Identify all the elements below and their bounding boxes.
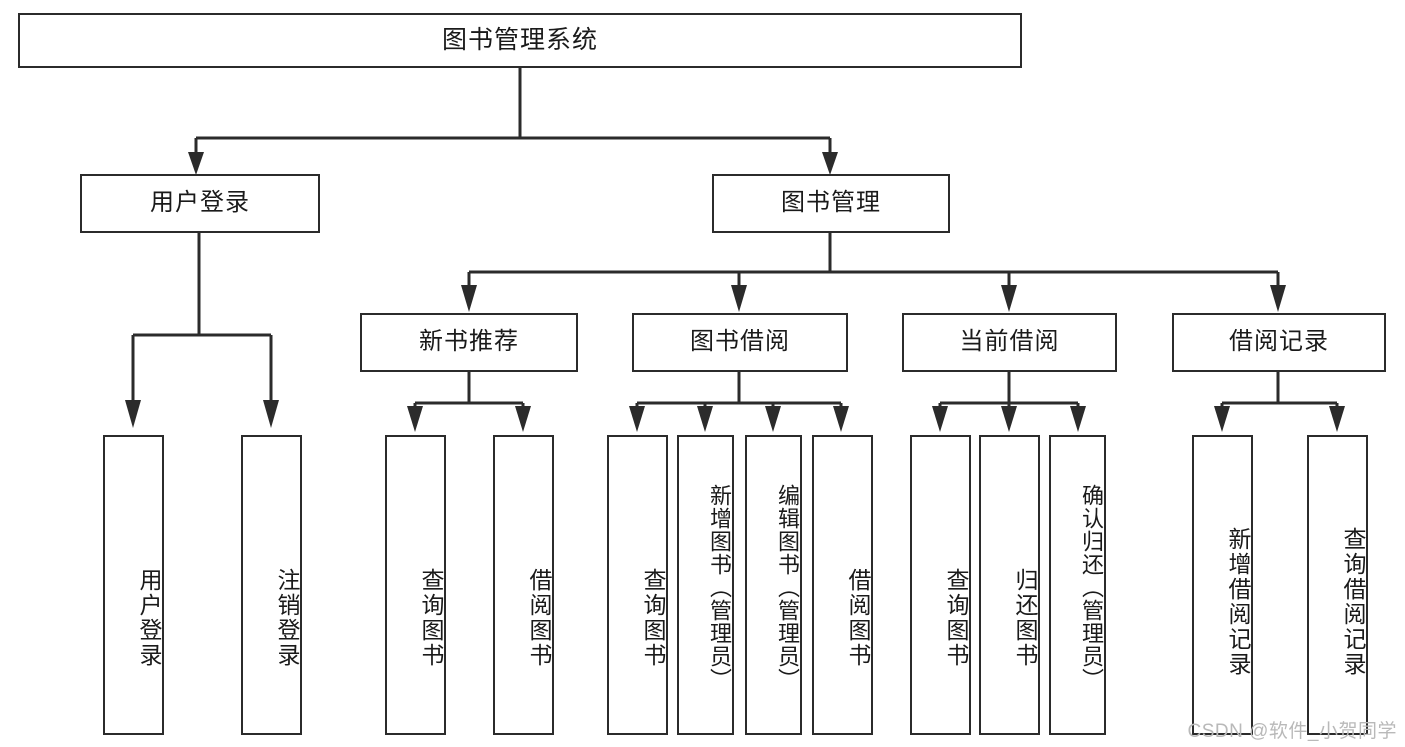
arrowhead-user-login — [188, 152, 204, 175]
arrowhead-leaf-edit-book — [765, 406, 781, 432]
node-label: 编辑图书（管理员） — [775, 483, 800, 691]
arrowhead-new-book-rec — [461, 285, 477, 312]
arrowhead-leaf-query-book-3 — [932, 406, 948, 432]
node-label: 查询图书 — [943, 568, 969, 668]
node-label: 图书管理系统 — [441, 25, 598, 54]
node-label: 新书推荐 — [419, 328, 519, 356]
arrowhead-leaf-return-book — [1001, 406, 1017, 432]
arrowhead-leaf-user-login — [125, 400, 141, 428]
node-label: 查询图书 — [418, 568, 444, 668]
arrowhead-current-borrow — [1001, 285, 1017, 312]
node-current-borrow[interactable]: 当前借阅 — [902, 313, 1117, 372]
node-leaf-query-book-borrow[interactable]: 查询图书 — [607, 435, 668, 735]
node-leaf-add-borrow-record[interactable]: 新增借阅记录 — [1192, 435, 1253, 735]
node-leaf-return-book[interactable]: 归还图书 — [979, 435, 1040, 735]
node-label: 借阅图书 — [526, 568, 552, 668]
node-leaf-edit-book-admin[interactable]: 编辑图书（管理员） — [745, 435, 802, 735]
node-label: 新增图书（管理员） — [707, 483, 732, 691]
arrowhead-book-manage — [822, 152, 838, 175]
node-label: 借阅图书 — [845, 568, 871, 668]
arrowhead-leaf-confirm-return — [1070, 406, 1086, 432]
node-new-book-recommendation[interactable]: 新书推荐 — [360, 313, 578, 372]
node-label: 图书借阅 — [690, 328, 790, 356]
node-leaf-query-book-recommendation[interactable]: 查询图书 — [385, 435, 446, 735]
node-book-borrow[interactable]: 图书借阅 — [632, 313, 848, 372]
node-label: 查询图书 — [640, 568, 666, 668]
arrowhead-leaf-query-record — [1329, 406, 1345, 432]
node-leaf-user-login[interactable]: 用户登录 — [103, 435, 164, 735]
arrowhead-borrow-record — [1270, 285, 1286, 312]
node-label: 新增借阅记录 — [1225, 527, 1251, 677]
node-label: 确认归还（管理员） — [1079, 483, 1104, 691]
arrowhead-leaf-user-logout — [263, 400, 279, 428]
arrowhead-leaf-add-record — [1214, 406, 1230, 432]
node-leaf-borrow-book-recommendation[interactable]: 借阅图书 — [493, 435, 554, 735]
arrowhead-book-borrow — [731, 285, 747, 312]
node-book-manage[interactable]: 图书管理 — [712, 174, 950, 233]
node-label: 当前借阅 — [959, 328, 1060, 356]
node-leaf-user-logout[interactable]: 注销登录 — [241, 435, 302, 735]
node-label: 注销登录 — [274, 568, 300, 668]
node-label: 归还图书 — [1012, 568, 1038, 668]
watermark-text: CSDN @软件_小贺同学 — [1187, 721, 1397, 742]
arrowhead-leaf-add-book — [697, 406, 713, 432]
node-label: 图书管理 — [781, 189, 881, 217]
node-user-login[interactable]: 用户登录 — [80, 174, 320, 233]
node-leaf-confirm-return-admin[interactable]: 确认归还（管理员） — [1049, 435, 1106, 735]
node-leaf-add-book-admin[interactable]: 新增图书（管理员） — [677, 435, 734, 735]
node-borrow-record[interactable]: 借阅记录 — [1172, 313, 1386, 372]
arrowhead-leaf-borrow-book-1 — [515, 406, 531, 432]
node-leaf-query-borrow-record[interactable]: 查询借阅记录 — [1307, 435, 1368, 735]
node-label: 查询借阅记录 — [1340, 527, 1366, 677]
node-label: 用户登录 — [136, 568, 162, 668]
node-leaf-query-book-current[interactable]: 查询图书 — [910, 435, 971, 735]
arrowhead-leaf-query-book-2 — [629, 406, 645, 432]
node-label: 用户登录 — [150, 189, 250, 217]
node-root-book-management-system[interactable]: 图书管理系统 — [18, 13, 1022, 68]
node-leaf-borrow-book[interactable]: 借阅图书 — [812, 435, 873, 735]
arrowhead-leaf-query-book-1 — [407, 406, 423, 432]
arrowhead-leaf-borrow-book-2 — [833, 406, 849, 432]
node-label: 借阅记录 — [1229, 328, 1329, 356]
